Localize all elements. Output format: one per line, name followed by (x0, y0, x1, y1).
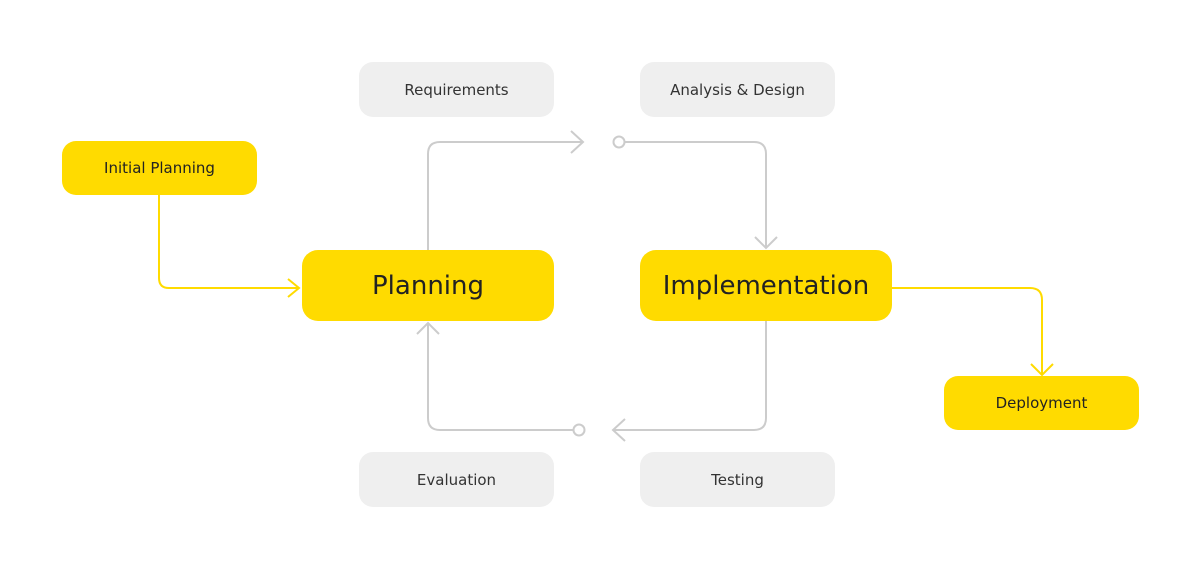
testing-node: Testing (640, 452, 835, 507)
analysis-design-label: Analysis & Design (670, 80, 805, 99)
deployment-label: Deployment (995, 394, 1088, 412)
connector-implementation-to-deployment (892, 287, 1043, 375)
connector-evaluation-to-planning (427, 323, 573, 431)
evaluation-label: Evaluation (416, 470, 497, 489)
connector-planning-to-requirements (427, 141, 583, 250)
initial-planning-label: Initial Planning (104, 159, 215, 177)
analysis-design-node: Analysis & Design (640, 62, 835, 117)
arrowhead-into-implementation (754, 236, 778, 250)
initial-planning-node: Initial Planning (62, 141, 257, 195)
planning-label: Planning (372, 270, 484, 301)
evaluation-node: Evaluation (359, 452, 554, 507)
connector-initial-to-planning (158, 195, 299, 289)
arrowhead-into-deployment (1030, 363, 1054, 377)
requirements-node: Requirements (359, 62, 554, 117)
implementation-node: Implementation (640, 250, 892, 321)
implementation-label: Implementation (662, 270, 870, 301)
deployment-node: Deployment (944, 376, 1139, 430)
requirements-label: Requirements (404, 80, 509, 99)
arrowhead-after-testing (611, 418, 626, 442)
planning-node: Planning (302, 250, 554, 321)
connector-implementation-to-testing (613, 321, 767, 431)
arrowhead-into-planning-bottom (416, 321, 440, 335)
arrowhead-into-planning (287, 278, 301, 298)
connector-start-circle-bottom (572, 423, 586, 437)
testing-label: Testing (711, 470, 764, 489)
connector-start-circle-top (612, 135, 626, 149)
connector-analysis-to-implementation (625, 141, 767, 248)
arrowhead-after-requirements (570, 130, 585, 154)
